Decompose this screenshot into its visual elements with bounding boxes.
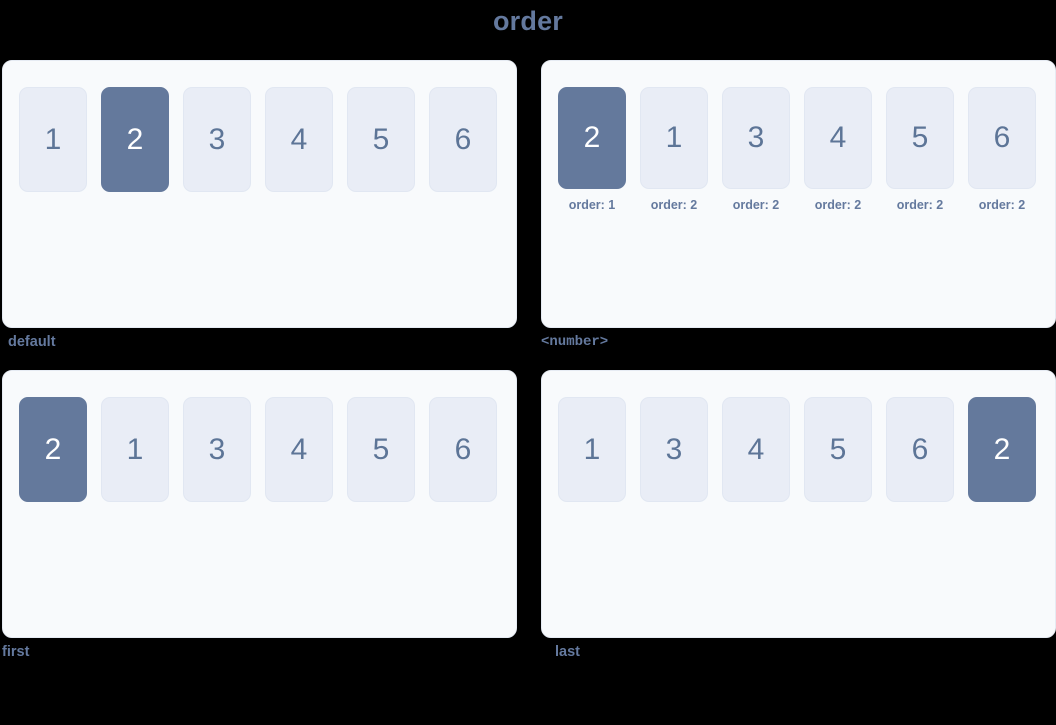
flex-item-highlighted[interactable]: 2 xyxy=(19,397,87,502)
flex-item[interactable]: 5 xyxy=(804,397,872,502)
flex-item[interactable]: 1 xyxy=(558,397,626,502)
flex-item-order-caption: order: 2 xyxy=(732,198,780,212)
flex-item-order-caption: order: 2 xyxy=(896,198,944,212)
flex-item[interactable]: 4 xyxy=(265,87,333,192)
flex-item[interactable]: 4 xyxy=(804,87,872,189)
flex-item-group: 2 xyxy=(101,87,169,192)
flex-item-group: 6 xyxy=(429,397,497,502)
flex-item-group: 5 xyxy=(347,87,415,192)
flex-item-highlighted[interactable]: 2 xyxy=(558,87,626,189)
flex-item-order-caption: order: 1 xyxy=(568,198,616,212)
flex-item-group: 6 xyxy=(429,87,497,192)
flex-item-order-caption: order: 2 xyxy=(650,198,698,212)
flex-item[interactable]: 5 xyxy=(347,87,415,192)
flex-item-group: 4 order: 2 xyxy=(804,87,872,212)
page-title: order xyxy=(492,6,564,36)
flex-item[interactable]: 5 xyxy=(886,87,954,189)
panel-label-number: <number> xyxy=(541,334,609,350)
flex-item-group: 6 order: 2 xyxy=(968,87,1036,212)
flex-item[interactable]: 1 xyxy=(640,87,708,189)
panel-label-default: default xyxy=(8,334,56,350)
flex-item[interactable]: 6 xyxy=(429,397,497,502)
flex-item-highlighted[interactable]: 2 xyxy=(968,397,1036,502)
flex-item[interactable]: 1 xyxy=(101,397,169,502)
flex-item-group: 4 xyxy=(265,397,333,502)
flex-item[interactable]: 3 xyxy=(640,397,708,502)
flex-item-group: 3 xyxy=(640,397,708,502)
flex-item-group: 3 xyxy=(183,397,251,502)
flex-item-group: 2 xyxy=(19,397,87,502)
flex-item-group: 4 xyxy=(722,397,790,502)
flex-item-group: 3 order: 2 xyxy=(722,87,790,212)
flex-item-highlighted[interactable]: 2 xyxy=(101,87,169,192)
flex-item-group: 1 order: 2 xyxy=(640,87,708,212)
flex-item-group: 6 xyxy=(886,397,954,502)
flex-item-group: 1 xyxy=(19,87,87,192)
panel-number: 2 order: 1 1 order: 2 3 order: 2 4 order: 2 5 ord… xyxy=(541,60,1056,328)
flex-item-group: 5 xyxy=(804,397,872,502)
flex-item[interactable]: 1 xyxy=(19,87,87,192)
flex-item[interactable]: 4 xyxy=(722,397,790,502)
flex-item-group: 2 xyxy=(968,397,1036,502)
flex-item-group: 5 xyxy=(347,397,415,502)
flex-item-group: 1 xyxy=(101,397,169,502)
panel-label-first: first xyxy=(2,644,30,660)
demo-cell-number: 2 order: 1 1 order: 2 3 order: 2 4 order: 2 5 ord… xyxy=(541,60,1056,350)
flex-item[interactable]: 6 xyxy=(886,397,954,502)
flex-item-group: 4 xyxy=(265,87,333,192)
flex-item-order-caption: order: 2 xyxy=(814,198,862,212)
flex-item[interactable]: 6 xyxy=(429,87,497,192)
flex-item[interactable]: 3 xyxy=(183,87,251,192)
flex-item-order-caption: order: 2 xyxy=(978,198,1026,212)
flex-item[interactable]: 4 xyxy=(265,397,333,502)
panel-label-last: last xyxy=(555,644,580,660)
flex-item-group: 2 order: 1 xyxy=(558,87,626,212)
panel-row: 2 order: 1 1 order: 2 3 order: 2 4 order: 2 5 ord… xyxy=(558,87,1055,212)
flex-item-group: 5 order: 2 xyxy=(886,87,954,212)
flex-item[interactable]: 5 xyxy=(347,397,415,502)
flex-item[interactable]: 3 xyxy=(183,397,251,502)
flex-item[interactable]: 3 xyxy=(722,87,790,189)
flex-item[interactable]: 6 xyxy=(968,87,1036,189)
flex-item-group: 1 xyxy=(558,397,626,502)
flex-item-group: 3 xyxy=(183,87,251,192)
